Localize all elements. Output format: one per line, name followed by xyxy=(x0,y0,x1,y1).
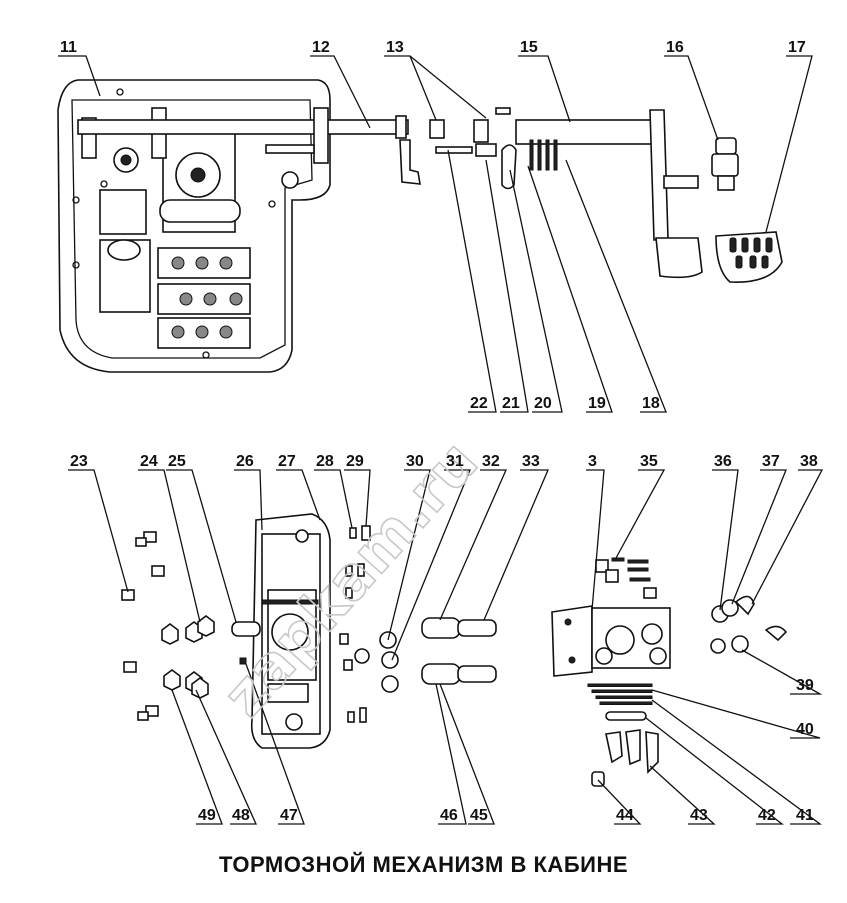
callout-26: 26 xyxy=(236,453,254,470)
callout-13: 13 xyxy=(386,39,404,56)
pedal-pad-part xyxy=(715,231,783,283)
callout-39: 39 xyxy=(796,677,814,694)
top-leader-lines xyxy=(58,55,813,413)
diagram-caption: ТОРМОЗНОЙ МЕХАНИЗМ В КАБИНЕ xyxy=(218,852,629,877)
switch-part xyxy=(711,137,739,191)
pedal-bracket-plate xyxy=(57,79,331,373)
callout-29: 29 xyxy=(346,453,364,470)
callout-23: 23 xyxy=(70,453,88,470)
brake-valve-housing xyxy=(231,513,331,749)
callout-28: 28 xyxy=(316,453,334,470)
callout-24: 24 xyxy=(140,453,158,470)
callout-19: 19 xyxy=(588,395,606,412)
callout-45: 45 xyxy=(470,807,488,824)
callout-35: 35 xyxy=(640,453,658,470)
callout-37: 37 xyxy=(762,453,780,470)
callout-16: 16 xyxy=(666,39,684,56)
callout-12: 12 xyxy=(312,39,330,56)
callout-43: 43 xyxy=(690,807,708,824)
callout-41: 41 xyxy=(796,807,814,824)
pedal-lever xyxy=(435,107,703,279)
callout-33: 33 xyxy=(522,453,540,470)
valve-body-right xyxy=(551,557,671,787)
middle-fasteners xyxy=(339,525,399,723)
bottom-leader-lines xyxy=(68,469,824,825)
right-fittings xyxy=(710,595,788,654)
callout-25: 25 xyxy=(168,453,186,470)
callout-15: 15 xyxy=(520,39,538,56)
callout-46: 46 xyxy=(440,807,458,824)
callout-49: 49 xyxy=(198,807,216,824)
callout-42: 42 xyxy=(758,807,776,824)
callout-22: 22 xyxy=(470,395,488,412)
valve-plungers xyxy=(421,617,497,685)
callout-32: 32 xyxy=(482,453,500,470)
callout-labels: 11 12 13 15 16 17 22 21 20 19 18 23 24 2… xyxy=(60,39,818,824)
left-fasteners xyxy=(121,531,247,721)
callout-3: 3 xyxy=(588,453,597,470)
callout-30: 30 xyxy=(406,453,424,470)
brake-shaft xyxy=(77,107,445,185)
callout-47: 47 xyxy=(280,807,298,824)
callout-11: 11 xyxy=(60,39,77,56)
callout-18: 18 xyxy=(642,395,660,412)
callout-21: 21 xyxy=(502,395,520,412)
callout-38: 38 xyxy=(800,453,818,470)
callout-31: 31 xyxy=(446,453,464,470)
callout-17: 17 xyxy=(788,39,806,56)
callout-40: 40 xyxy=(796,721,814,738)
callout-20: 20 xyxy=(534,395,552,412)
callout-27: 27 xyxy=(278,453,296,470)
callout-36: 36 xyxy=(714,453,732,470)
callout-44: 44 xyxy=(616,807,634,824)
callout-48: 48 xyxy=(232,807,250,824)
